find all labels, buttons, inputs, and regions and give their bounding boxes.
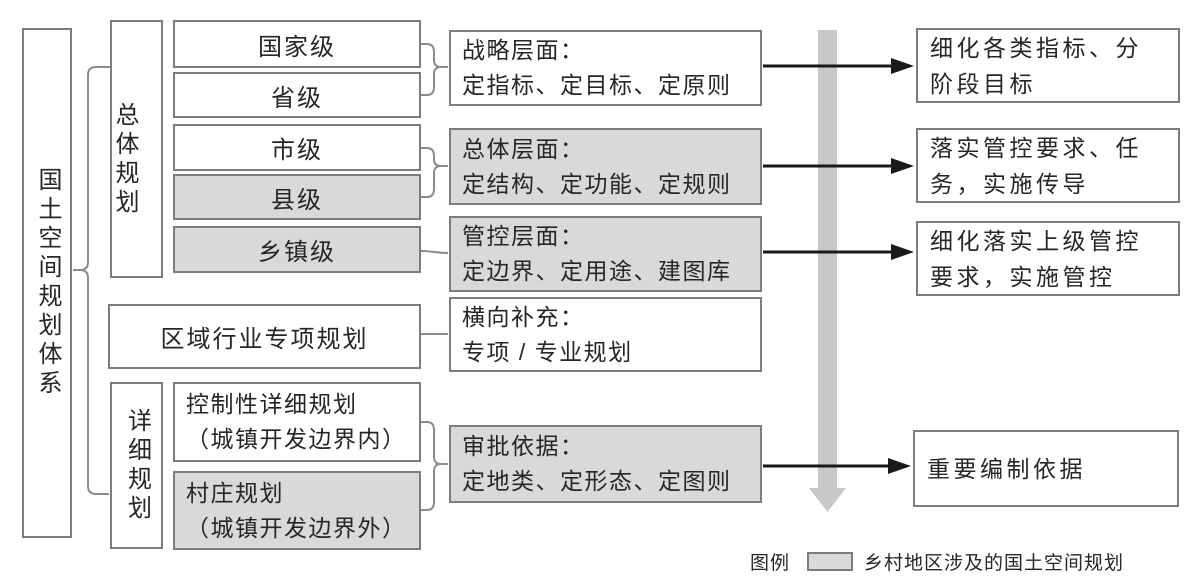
level-label-county: 县级 — [271, 186, 323, 214]
middle-box-strategic-level: 战略层面： 定指标、定目标、定原则 — [449, 30, 762, 106]
regional-special-plan-label: 区域行业专项规划 — [160, 326, 369, 353]
legend: 图例 乡村地区涉及的国土空间规划 — [750, 548, 1124, 575]
level-label-township: 乡镇级 — [258, 239, 336, 266]
brace-approval-connector — [421, 421, 448, 511]
group-box-overall-planning: 总体规划 — [110, 20, 163, 278]
right-box-refine-control: 细化落实上级管控 要求，实施管控 — [916, 221, 1180, 296]
right-box-refine-indicators: 细化各类指标、分 阶段目标 — [916, 28, 1180, 103]
level-label-national: 国家级 — [258, 33, 336, 61]
right-box-implement-requirements: 落实管控要求、任 务，实施传导 — [916, 128, 1180, 203]
level-label-city: 市级 — [271, 137, 323, 164]
middle-text-horizontal-supplement: 横向补充： 专项 / 专业规划 — [462, 303, 633, 365]
group-label-detailed-planning: 详细规划 — [123, 407, 151, 524]
main-flow-down-arrow — [809, 30, 846, 512]
middle-text-strategic-level: 战略层面： 定指标、定目标、定原则 — [462, 37, 732, 98]
middle-box-approval-basis: 审批依据： 定地类、定形态、定图则 — [449, 425, 762, 503]
root-box: 国土空间规划体系 — [22, 28, 72, 538]
arrow-strategic-to-right — [763, 58, 914, 74]
root-brace-connector — [73, 66, 110, 495]
middle-box-horizontal-supplement: 横向补充： 专项 / 专业规划 — [449, 297, 762, 372]
level-box-national: 国家级 — [173, 20, 421, 68]
right-text-key-basis: 重要编制依据 — [927, 455, 1086, 482]
link-township-control — [420, 250, 449, 254]
right-text-refine-control: 细化落实上级管控 要求，实施管控 — [930, 227, 1142, 290]
arrow-control-to-right — [763, 244, 914, 260]
middle-box-control-level: 管控层面： 定边界、定用途、建图库 — [449, 216, 762, 292]
root-label: 国土空间规划体系 — [34, 167, 61, 399]
group-box-detailed-planning: 详细规划 — [110, 382, 163, 549]
detail-box-regulatory-plan: 控制性详细规划 （城镇开发边界内） — [173, 382, 421, 462]
arrow-approval-to-right — [763, 458, 911, 474]
legend-swatch-label: 乡村地区涉及的国土空间规划 — [864, 553, 1125, 574]
regional-special-plan-box: 区域行业专项规划 — [108, 304, 421, 369]
detail-label-village-plan: 村庄规划 （城镇开发边界外） — [186, 479, 407, 541]
level-box-township: 乡镇级 — [173, 226, 421, 273]
detail-label-regulatory-plan: 控制性详细规划 （城镇开发边界内） — [186, 391, 407, 452]
middle-box-overall-level: 总体层面： 定结构、定功能、定规则 — [449, 128, 762, 205]
right-text-refine-indicators: 细化各类指标、分 阶段目标 — [930, 34, 1142, 97]
right-text-implement-requirements: 落实管控要求、任 务，实施传导 — [930, 134, 1142, 197]
legend-swatch — [807, 552, 854, 571]
arrow-overall-to-right — [763, 158, 914, 174]
brace-overall-connector — [421, 147, 448, 198]
level-label-provincial: 省级 — [271, 84, 323, 112]
middle-text-approval-basis: 审批依据： 定地类、定形态、定图则 — [462, 433, 732, 494]
detail-box-village-plan: 村庄规划 （城镇开发边界外） — [173, 471, 421, 550]
legend-title: 图例 — [750, 553, 791, 574]
brace-strategic-connector — [421, 43, 448, 96]
middle-text-control-level: 管控层面： 定边界、定用途、建图库 — [462, 223, 732, 284]
level-box-city: 市级 — [173, 124, 421, 171]
group-label-overall-planning: 总体规划 — [111, 102, 138, 218]
level-box-provincial: 省级 — [173, 72, 421, 118]
middle-text-overall-level: 总体层面： 定结构、定功能、定规则 — [462, 135, 732, 197]
right-box-key-basis: 重要编制依据 — [913, 430, 1179, 507]
level-box-county: 县级 — [173, 174, 421, 220]
